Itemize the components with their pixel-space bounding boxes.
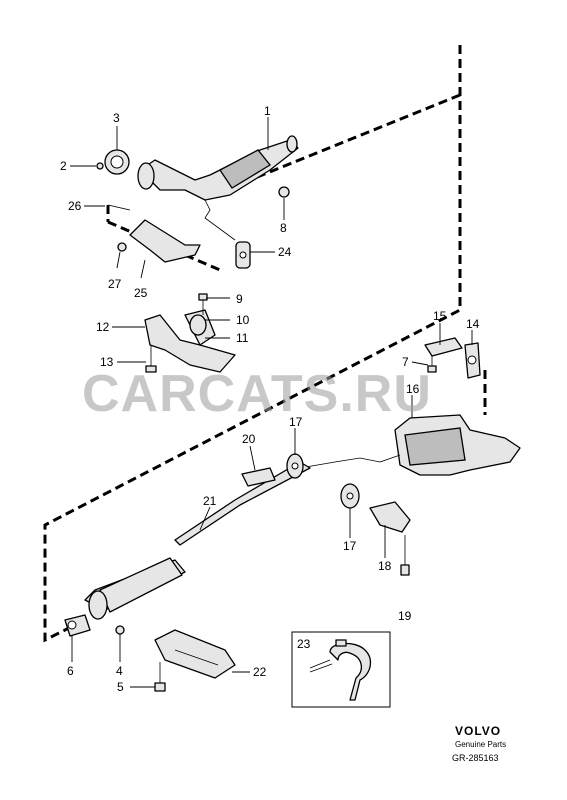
callout-7: 7: [402, 355, 409, 369]
callout-1: 1: [264, 104, 271, 118]
nut-8: [278, 186, 290, 198]
heat-shield: [115, 625, 236, 692]
callout-27: 27: [108, 277, 122, 291]
brand-logo: VOLVO: [455, 724, 501, 738]
callout-21: 21: [203, 494, 217, 508]
callout-20: 20: [242, 432, 256, 446]
callout-15: 15: [433, 309, 447, 323]
bracket-18: [369, 501, 411, 576]
rear-bracket: [424, 337, 481, 379]
nut: [96, 162, 104, 170]
callout-10: 10: [236, 313, 250, 327]
watermark: CARCATS.RU: [82, 365, 432, 423]
rubber-mount-17-upper: [286, 453, 304, 479]
callout-labels: 1 2 3 26 8 24 27 25 9 10 11 12 13 15 14 …: [60, 104, 480, 694]
callout-19: 19: [398, 609, 412, 623]
callout-6: 6: [67, 664, 74, 678]
callout-2: 2: [60, 159, 67, 173]
callout-18: 18: [378, 559, 392, 573]
brand-subtitle: Genuine Parts: [455, 740, 506, 749]
callout-14: 14: [466, 317, 480, 331]
rubber-mount: [235, 241, 251, 269]
callout-9: 9: [236, 292, 243, 306]
leader-lines: [70, 117, 473, 688]
callout-25: 25: [134, 286, 148, 300]
front-pipe-catalytic-converter: [137, 135, 299, 241]
crossmember-bracket: [144, 293, 236, 373]
bracket-20: [241, 467, 276, 487]
inset-detail-box: [291, 631, 391, 708]
callout-8: 8: [280, 221, 287, 235]
callout-16: 16: [406, 382, 420, 396]
callout-3: 3: [113, 111, 120, 125]
callout-17-upper: 17: [289, 415, 303, 429]
callout-22: 22: [253, 665, 267, 679]
callout-26: 26: [68, 199, 82, 213]
bracket: [107, 204, 201, 263]
rubber-mount-17-lower: [340, 483, 360, 509]
figure-code: GR-285163: [452, 753, 499, 763]
callout-12: 12: [96, 320, 110, 334]
callout-17-lower: 17: [343, 539, 357, 553]
callout-13: 13: [100, 355, 114, 369]
callout-4: 4: [116, 664, 123, 678]
callout-11: 11: [236, 331, 249, 345]
assembly-outline: [43, 45, 487, 643]
callout-5: 5: [117, 680, 124, 694]
volvo-footer: VOLVO Genuine Parts GR-285163: [452, 724, 506, 763]
intermediate-pipe: [64, 461, 311, 637]
rear-silencer: [299, 414, 521, 476]
flange-gasket: [104, 149, 130, 175]
callout-24: 24: [278, 245, 292, 259]
callout-23: 23: [297, 637, 311, 651]
